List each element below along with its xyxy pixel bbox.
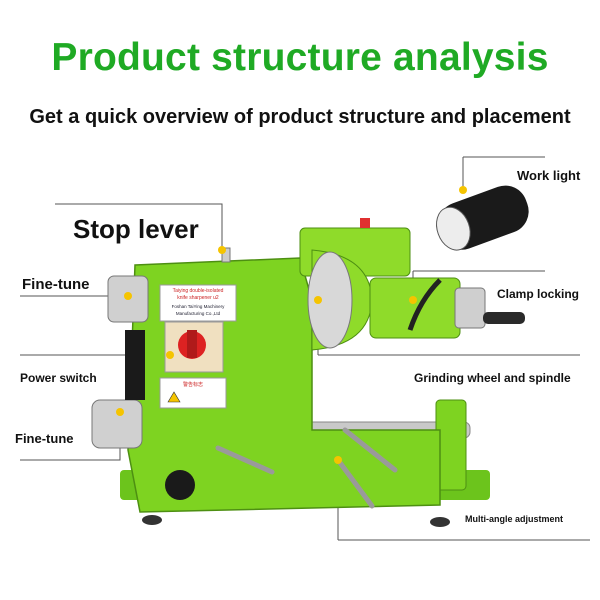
page-title: Product structure analysis — [51, 36, 549, 79]
nameplate — [159, 284, 237, 322]
clamp-handle — [483, 312, 525, 324]
label-stop-lever: Stop lever — [73, 214, 199, 244]
label-work-light: Work light — [517, 168, 581, 183]
page-subtitle: Get a quick overview of product structur… — [29, 106, 571, 128]
nameplate-line3: Foshan TaiYing Machinery — [172, 304, 226, 309]
collet-nut — [454, 287, 486, 329]
label-multi-angle: Multi-angle adjustment — [465, 514, 564, 524]
clamp-housing — [369, 277, 461, 339]
nameplate-line2: knife sharpener u2 — [177, 295, 219, 301]
label-grinding-wheel: Grinding wheel and spindle — [414, 371, 571, 385]
label-clamp-locking: Clamp locking — [497, 287, 580, 301]
warning-plate — [159, 377, 227, 409]
grinding-wheel — [307, 251, 353, 349]
nameplate-line1: Taiying double-isolated — [173, 288, 224, 294]
nameplate-line4: Manufacturing Co.,Ltd — [176, 311, 221, 316]
lamp-arm — [407, 278, 442, 331]
warning-icon — [167, 391, 181, 403]
label-fine-tune-top: Fine-tune — [22, 276, 90, 293]
knob-bottom — [165, 470, 195, 500]
warning-plate-text: 警告标志 — [183, 381, 203, 388]
callout-markers — [116, 186, 467, 464]
motor-end — [125, 330, 145, 400]
lever-multi-angle — [335, 457, 375, 509]
power-switch-handle — [187, 330, 197, 358]
fine-tune-knob-bottom — [91, 399, 143, 449]
work-lamp — [436, 185, 529, 251]
label-power-switch: Power switch — [20, 371, 97, 385]
lever-left — [215, 445, 275, 475]
label-fine-tune-bottom: Fine-tune — [15, 431, 74, 446]
foot-left — [142, 515, 162, 525]
stop-lever — [221, 247, 231, 263]
lever-right — [342, 427, 398, 473]
red-knob — [360, 218, 370, 228]
foot-right — [430, 517, 450, 527]
